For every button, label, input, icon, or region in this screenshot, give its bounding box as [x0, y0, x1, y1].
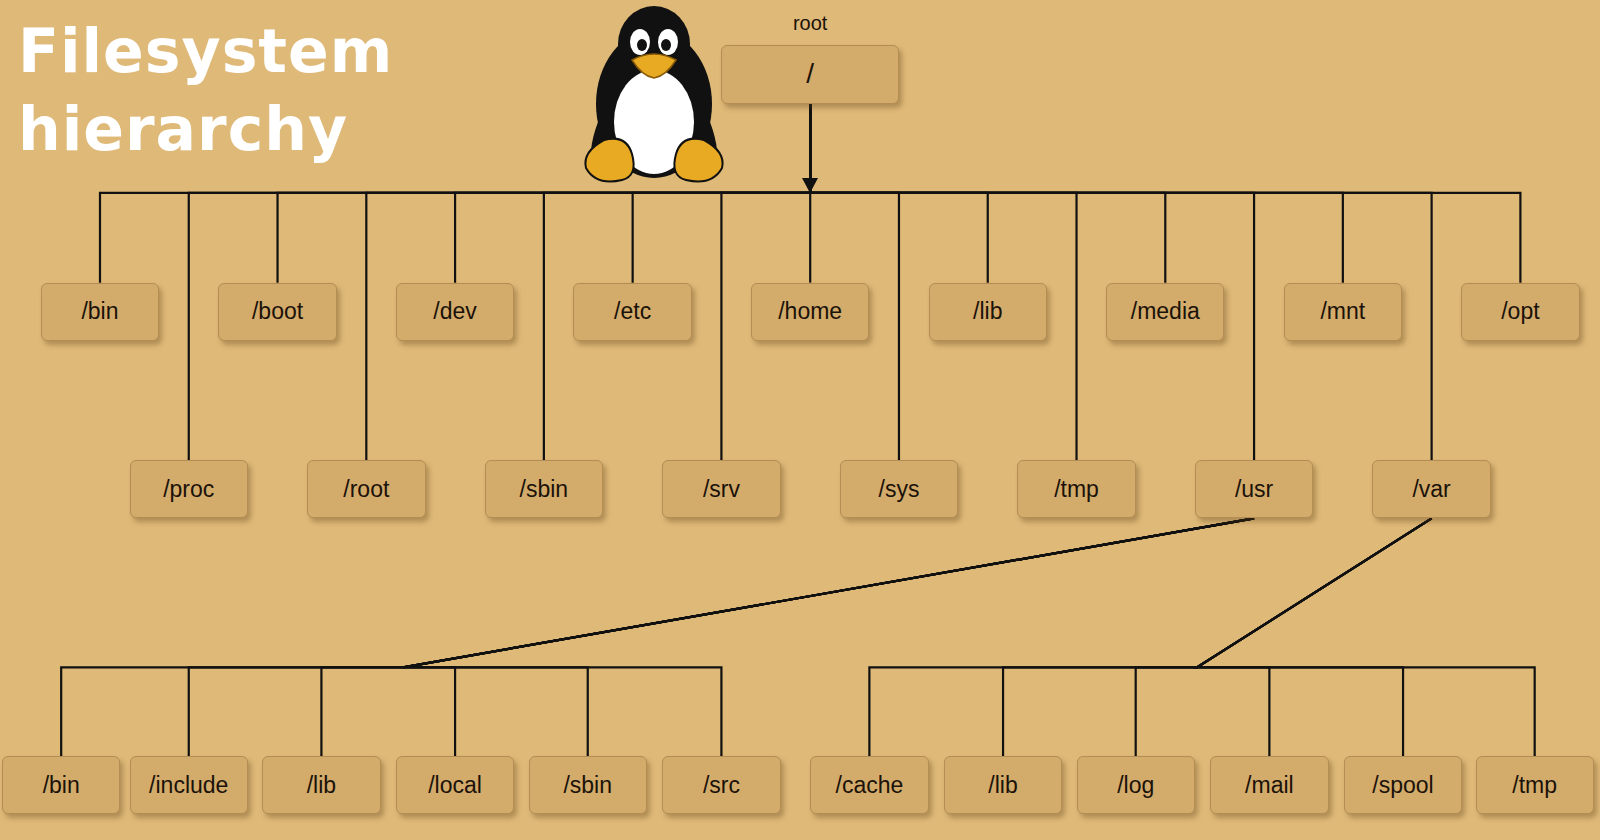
directory-box: /boot — [218, 283, 336, 341]
directory-box: /var — [1372, 460, 1490, 518]
directory-box: /mnt — [1284, 283, 1402, 341]
tree-connector — [321, 518, 1254, 756]
directory-box: /tmp — [1017, 460, 1135, 518]
directory-box: /lib — [929, 283, 1047, 341]
directory-name: /sbin — [563, 772, 612, 799]
root-box: root/ — [721, 45, 899, 104]
tree-connector — [366, 104, 810, 460]
directory-box: /home — [751, 283, 869, 341]
tree-connector — [1003, 518, 1432, 756]
directory-box: /include — [130, 756, 248, 814]
directory-name: /media — [1131, 298, 1200, 325]
directory-box: /opt — [1461, 283, 1579, 341]
directory-name: /usr — [1235, 476, 1273, 503]
tree-connector — [810, 104, 1431, 460]
directory-name: / — [806, 58, 814, 90]
directory-box: /sys — [840, 460, 958, 518]
directory-name: /cache — [836, 772, 904, 799]
directory-box: /tmp — [1476, 756, 1594, 814]
directory-box: /lib — [944, 756, 1062, 814]
directory-box: /media — [1106, 283, 1224, 341]
directory-name: /bin — [43, 772, 80, 799]
diagram-title: Filesystem hierarchy — [18, 12, 498, 168]
tree-connector — [1197, 518, 1432, 756]
directory-name: /mail — [1245, 772, 1294, 799]
directory-name: /mnt — [1320, 298, 1365, 325]
tux-penguin — [585, 6, 722, 182]
directory-box: /local — [396, 756, 514, 814]
directory-name: /lib — [973, 298, 1002, 325]
directory-box: /usr — [1195, 460, 1313, 518]
directory-box: /log — [1077, 756, 1195, 814]
directory-box: /bin — [2, 756, 120, 814]
directory-name: /spool — [1372, 772, 1433, 799]
directory-box: /src — [662, 756, 780, 814]
directory-name: /sys — [879, 476, 920, 503]
directory-name: /tmp — [1512, 772, 1557, 799]
node-heading: root — [722, 12, 898, 35]
directory-name: /root — [343, 476, 389, 503]
directory-name: /lib — [307, 772, 336, 799]
tree-connector — [403, 518, 1254, 756]
tree-connector — [1197, 518, 1432, 756]
directory-name: /boot — [252, 298, 303, 325]
tree-connector — [189, 518, 1254, 756]
directory-name: /dev — [433, 298, 476, 325]
directory-box: /mail — [1210, 756, 1328, 814]
directory-box: /srv — [662, 460, 780, 518]
directory-name: /include — [149, 772, 228, 799]
directory-box: /cache — [810, 756, 928, 814]
directory-name: /lib — [988, 772, 1017, 799]
directory-name: /tmp — [1054, 476, 1099, 503]
tree-connector — [810, 104, 1254, 460]
tree-connector — [1197, 518, 1535, 756]
directory-name: /opt — [1501, 298, 1539, 325]
directory-name: /proc — [163, 476, 214, 503]
directory-name: /home — [778, 298, 842, 325]
directory-name: /local — [428, 772, 482, 799]
directory-box: /root — [307, 460, 425, 518]
directory-name: /sbin — [520, 476, 569, 503]
directory-box: /dev — [396, 283, 514, 341]
directory-name: /src — [703, 772, 740, 799]
directory-box: /bin — [41, 283, 159, 341]
tree-connector — [869, 518, 1431, 756]
directory-box: /lib — [262, 756, 380, 814]
tree-connector — [61, 518, 1254, 756]
directory-box: /sbin — [529, 756, 647, 814]
directory-name: /srv — [703, 476, 740, 503]
directory-box: /sbin — [485, 460, 603, 518]
directory-box: /etc — [573, 283, 691, 341]
tree-connector — [1136, 518, 1432, 756]
directory-box: /spool — [1344, 756, 1462, 814]
directory-name: /etc — [614, 298, 651, 325]
tree-connector — [403, 518, 1254, 756]
tree-connector — [403, 518, 1254, 756]
directory-name: /var — [1412, 476, 1450, 503]
directory-box: /proc — [130, 460, 248, 518]
directory-name: /log — [1117, 772, 1154, 799]
directory-name: /bin — [81, 298, 118, 325]
